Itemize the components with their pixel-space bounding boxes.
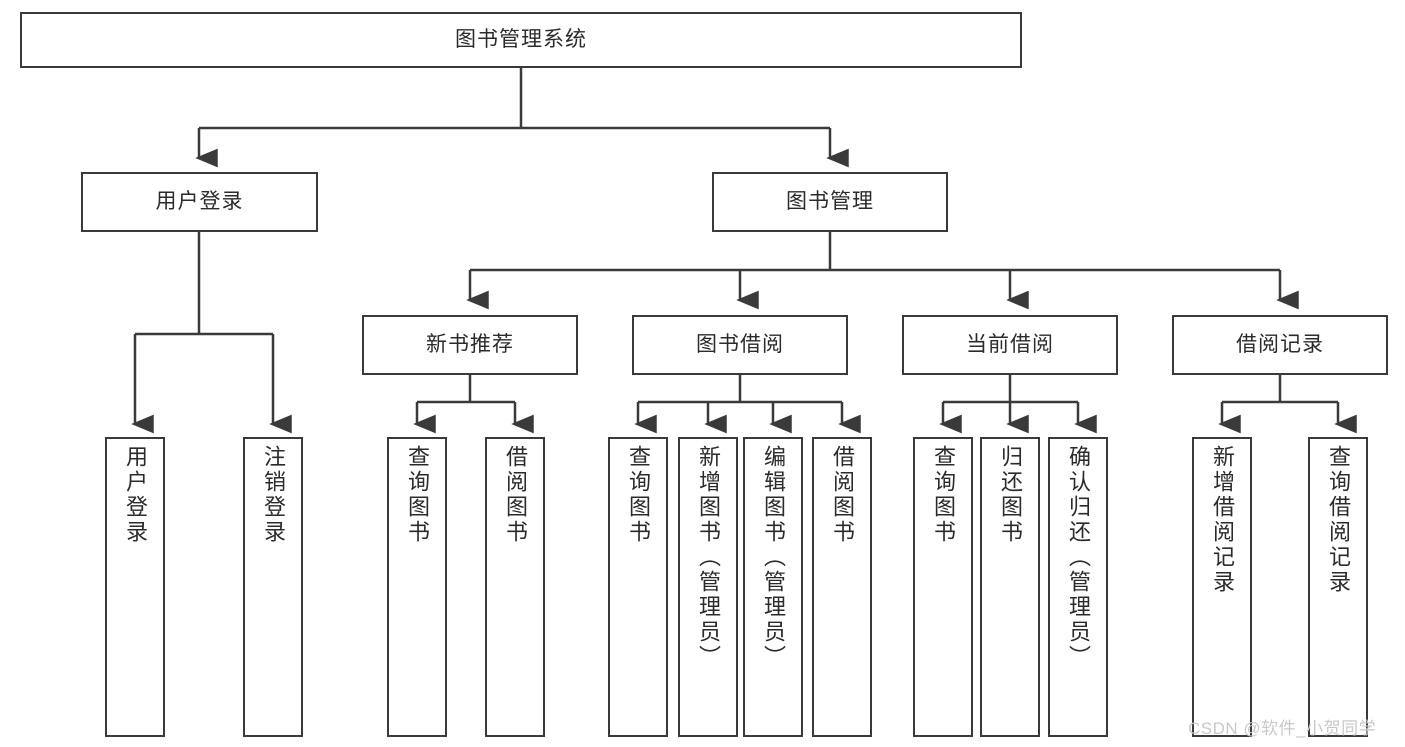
leaf-query-book-borrow[interactable]: 查询图书 — [608, 437, 668, 737]
node-label: 查询图书 — [626, 445, 651, 545]
leaf-query-book-current[interactable]: 查询图书 — [913, 437, 973, 737]
node-label: 用户登录 — [155, 189, 244, 213]
leaf-add-borrow-record[interactable]: 新增借阅记录 — [1192, 437, 1252, 737]
leaf-query-borrow-record[interactable]: 查询借阅记录 — [1308, 437, 1368, 737]
node-label: 借阅图书 — [503, 445, 528, 545]
leaf-borrow-book-recommend[interactable]: 借阅图书 — [485, 437, 545, 737]
node-label: 图书借阅 — [696, 332, 784, 356]
node-label: 查询借阅记录 — [1326, 445, 1351, 595]
node-borrow-record[interactable]: 借阅记录 — [1172, 315, 1388, 375]
leaf-edit-book-admin[interactable]: 编辑图书（管理员） — [743, 437, 803, 737]
node-user-login[interactable]: 用户登录 — [81, 172, 318, 232]
node-label: 查询图书 — [931, 445, 956, 545]
leaf-user-logout[interactable]: 注销登录 — [243, 437, 303, 737]
node-label: 借阅记录 — [1236, 332, 1324, 356]
node-label: 新书推荐 — [426, 332, 514, 356]
node-label: 确认归还（管理员） — [1066, 445, 1091, 670]
node-current-borrow[interactable]: 当前借阅 — [902, 315, 1118, 375]
leaf-query-book-recommend[interactable]: 查询图书 — [387, 437, 447, 737]
node-book-borrow[interactable]: 图书借阅 — [632, 315, 848, 375]
node-root-system[interactable]: 图书管理系统 — [20, 12, 1022, 68]
watermark: CSDN @软件_小贺同学 — [1188, 719, 1377, 738]
node-label: 图书管理 — [786, 189, 874, 213]
node-label: 新增图书（管理员） — [696, 445, 721, 670]
leaf-add-book-admin[interactable]: 新增图书（管理员） — [678, 437, 738, 737]
node-book-management[interactable]: 图书管理 — [712, 172, 948, 232]
leaf-user-login[interactable]: 用户登录 — [105, 437, 165, 737]
leaf-confirm-return-admin[interactable]: 确认归还（管理员） — [1048, 437, 1108, 737]
node-label: 查询图书 — [405, 445, 430, 545]
node-label: 编辑图书（管理员） — [761, 445, 786, 670]
node-label: 借阅图书 — [830, 445, 855, 545]
node-label: 新增借阅记录 — [1210, 445, 1235, 595]
leaf-return-book[interactable]: 归还图书 — [980, 437, 1040, 737]
node-label: 图书管理系统 — [455, 27, 587, 51]
node-new-book-recommend[interactable]: 新书推荐 — [362, 315, 578, 375]
node-label: 注销登录 — [261, 445, 286, 545]
node-label: 用户登录 — [123, 445, 148, 545]
node-label: 归还图书 — [998, 445, 1023, 545]
leaf-borrow-book[interactable]: 借阅图书 — [812, 437, 872, 737]
node-label: 当前借阅 — [966, 332, 1054, 356]
